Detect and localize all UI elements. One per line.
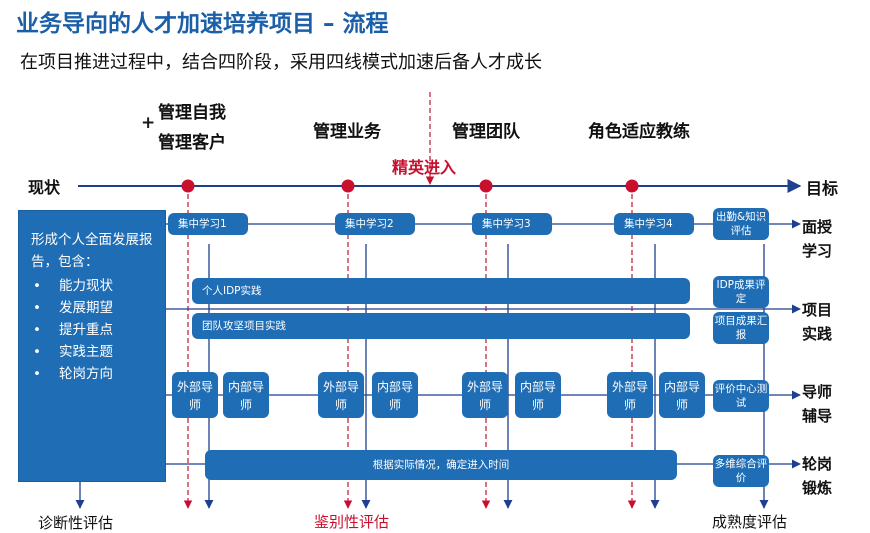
study-box-3: 集中学习3 xyxy=(472,213,552,235)
page-title: 业务导向的人才加速培养项目 – 流程 xyxy=(16,11,389,37)
milestone-dot xyxy=(341,179,355,193)
rotation-bar: 根据实际情况，确定进入时间 xyxy=(205,450,677,480)
diagnostic-evaluation-label: 诊断性评估 xyxy=(38,514,114,532)
track-label-study: 面授学习 xyxy=(802,218,833,260)
external-mentor-box: 外部导师 xyxy=(318,372,364,418)
multi-dimensional-evaluation-box: 多维综合评价 xyxy=(713,455,769,487)
axis-end-label: 目标 xyxy=(806,179,839,198)
milestone-dot xyxy=(479,179,493,193)
phase-1-plus: + xyxy=(141,113,156,133)
phase-4: 角色适应教练 xyxy=(588,122,690,142)
milestone-dot xyxy=(181,179,195,193)
milestone-dot xyxy=(625,179,639,193)
track-label-practice: 项目实践 xyxy=(802,301,833,343)
development-report-panel: 形成个人全面发展报告，包含： 能力现状 发展期望 提升重点 实践主题 轮岗方向 xyxy=(18,210,166,482)
selective-evaluation-label: 鉴别性评估 xyxy=(314,513,390,531)
internal-mentor-box: 内部导师 xyxy=(659,372,705,418)
study-box-1: 集中学习1 xyxy=(168,213,248,235)
internal-mentor-box: 内部导师 xyxy=(515,372,561,418)
project-result-report-box: 项目成果汇报 xyxy=(713,312,769,344)
internal-mentor-box: 内部导师 xyxy=(223,372,269,418)
study-box-4: 集中学习4 xyxy=(614,213,694,235)
track-label-mentor: 导师辅导 xyxy=(802,383,833,425)
phase-3: 管理团队 xyxy=(452,122,520,142)
internal-mentor-box: 内部导师 xyxy=(372,372,418,418)
external-mentor-box: 外部导师 xyxy=(462,372,508,418)
assessment-center-test-box: 评价中心测试 xyxy=(713,380,769,412)
report-items: 能力现状 发展期望 提升重点 实践主题 轮岗方向 xyxy=(31,275,155,385)
report-item: 能力现状 xyxy=(31,275,155,297)
study-box-2: 集中学习2 xyxy=(335,213,415,235)
phase-1-line-2: 管理客户 xyxy=(158,133,226,153)
team-project-bar: 团队攻坚项目实践 xyxy=(192,313,690,339)
axis-start-label: 现状 xyxy=(28,178,61,197)
track-label-rotation: 轮岗锻炼 xyxy=(802,455,833,497)
external-mentor-box: 外部导师 xyxy=(172,372,218,418)
report-item: 轮岗方向 xyxy=(31,363,155,385)
report-item: 提升重点 xyxy=(31,319,155,341)
idp-practice-bar: 个人IDP实践 xyxy=(192,278,690,304)
report-item: 实践主题 xyxy=(31,341,155,363)
page-subtitle: 在项目推进过程中，结合四阶段，采用四线模式加速后备人才成长 xyxy=(20,52,542,73)
maturity-evaluation-label: 成熟度评估 xyxy=(712,513,788,531)
report-item: 发展期望 xyxy=(31,297,155,319)
elite-entry-label: 精英进入 xyxy=(392,158,457,177)
attendance-knowledge-assessment-box: 出勤&知识评估 xyxy=(713,208,769,240)
external-mentor-box: 外部导师 xyxy=(607,372,653,418)
idp-result-assessment-box: IDP成果评定 xyxy=(713,276,769,308)
phase-2: 管理业务 xyxy=(313,122,381,142)
report-intro: 形成个人全面发展报告，包含： xyxy=(31,232,153,270)
phase-1-line-1: 管理自我 xyxy=(158,103,226,123)
